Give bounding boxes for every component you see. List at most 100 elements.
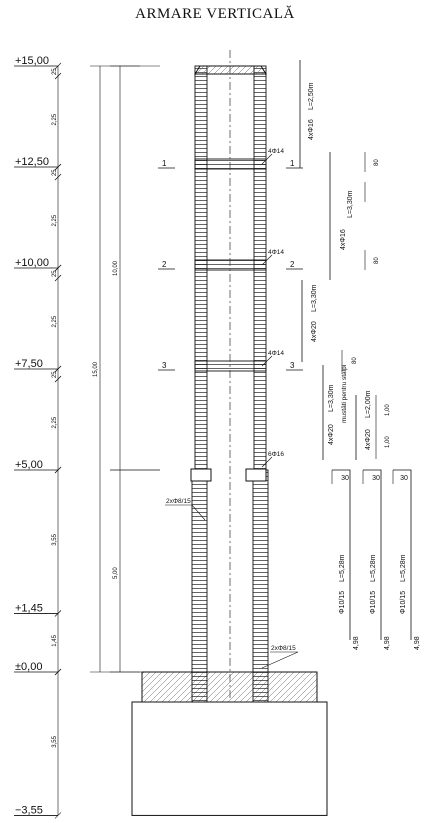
lap-dim: 80 xyxy=(374,159,380,166)
elevation-marker: +12,50 xyxy=(14,156,58,168)
overall-dimensions: 10,00 15,00 5,00 xyxy=(90,65,160,673)
overall-dim: 15,00 xyxy=(90,65,140,673)
hook-dim: 30 xyxy=(341,475,349,482)
column-top-cap xyxy=(194,65,267,75)
stirrup-callout: 2xΦ8/15 xyxy=(261,645,299,669)
segment-dim-label: 2,25 xyxy=(52,315,58,327)
lap-dim: 1,00 xyxy=(385,436,391,448)
overall-length: 4,98 xyxy=(353,636,360,650)
lower-column-right-face xyxy=(252,469,269,703)
floor-beam xyxy=(194,259,267,271)
rebar-mark: 4xΦ16 xyxy=(340,229,347,250)
drawing-title: ARMARE VERTICALĂ xyxy=(135,6,295,22)
overall-length: 4,98 xyxy=(414,636,421,650)
section-markers: 1 1 2 2 3 3 xyxy=(158,159,303,371)
elevation-label: −3,55 xyxy=(15,804,43,816)
hook-dim: 30 xyxy=(400,475,408,482)
elevation-marker: ±0,00 xyxy=(14,661,58,673)
elevation-label: +12,50 xyxy=(15,156,49,168)
dowel-note: mustăti pentru stâlpi xyxy=(341,365,348,423)
rebar-mark: 4xΦ20 xyxy=(365,429,372,450)
floor-beam xyxy=(194,360,267,372)
rebar-bar: 4xΦ20 L=3,30m mustăti pentru stâlpi xyxy=(322,365,348,460)
floor-beam xyxy=(194,158,267,170)
bar-callout: 4Φ14 xyxy=(261,148,284,165)
segment-dim-label: 1,45 xyxy=(52,634,58,646)
section-label-left: 2 xyxy=(162,260,167,269)
bar-callout-label: 4Φ14 xyxy=(268,148,284,155)
section-label-right: 2 xyxy=(290,260,295,269)
stirrup-callout: 2xΦ8/15 xyxy=(165,498,206,521)
elevation-marker: +10,00 xyxy=(14,257,58,269)
bar-callout-label: 4Φ14 xyxy=(268,249,284,256)
rebar-schedule: 4xΦ16 L=2,50m 4xΦ16 L=3,30m 80 80 4xΦ20 … xyxy=(299,60,421,650)
overall-dim: 10,00 xyxy=(110,65,160,471)
rebar-bar: 4xΦ20 L=3,30m 80 xyxy=(301,280,358,372)
rebar-length: L=3,30m xyxy=(347,190,354,218)
segment-dim-label: 25 xyxy=(52,270,58,277)
rebar-length: L=5,28m xyxy=(400,554,407,582)
transition-block-left xyxy=(190,468,212,482)
elevation-marker: +1,45 xyxy=(14,602,58,614)
overall-dim: 5,00 xyxy=(110,469,160,673)
hook-dim: 30 xyxy=(372,475,380,482)
rebar-group-f10: 30 Φ10/15 L=5,28m 4,98 xyxy=(362,469,391,650)
lap-dim: 80 xyxy=(352,357,358,364)
segment-dim-label: 3,55 xyxy=(52,533,58,545)
section-label-right: 1 xyxy=(290,159,295,168)
rebar-length: L=5,28m xyxy=(370,554,377,582)
section-label-left: 1 xyxy=(162,159,167,168)
overall-length: 4,98 xyxy=(384,636,391,650)
section-marker: 3 3 xyxy=(158,361,303,371)
rebar-group-f10: 30 Φ10/15 L=5,28m 4,98 xyxy=(331,469,360,650)
bar-callout: 4Φ14 xyxy=(261,350,284,367)
segment-dim-label: 25 xyxy=(52,68,58,75)
rebar-bar: 4xΦ16 L=2,50m xyxy=(299,60,315,168)
lap-dim: 80 xyxy=(374,257,380,264)
stirrup-callout-label: 2xΦ8/15 xyxy=(166,498,191,505)
overall-dim-label: 15,00 xyxy=(93,361,99,377)
segment-dim-label: 2,25 xyxy=(52,214,58,226)
bar-callout: 6Φ16 xyxy=(261,451,284,468)
elevation-marker: +7,50 xyxy=(14,358,58,370)
rebar-length: L=2,50m xyxy=(308,82,315,110)
overall-dim-label: 5,00 xyxy=(113,567,119,579)
overall-dim-label: 10,00 xyxy=(113,260,119,276)
rebar-mark: 4xΦ20 xyxy=(311,321,318,342)
elevation-label: +5,00 xyxy=(15,459,43,471)
lower-column-left-face xyxy=(191,469,208,703)
rebar-mark: Φ10/15 xyxy=(400,591,407,614)
elevation-marker: −3,55 xyxy=(14,804,58,816)
segment-dim-label: 2,25 xyxy=(52,416,58,428)
elevation-label: ±0,00 xyxy=(15,661,42,673)
rebar-length: L=5,28m xyxy=(339,554,346,582)
segment-dim-label: 2,25 xyxy=(52,113,58,125)
segment-dimensions: 25 2,25 25 2,25 25 2,25 25 2,25 3,55 1,4… xyxy=(52,62,62,819)
foundation-block xyxy=(131,701,328,816)
elevation-marker: +15,00 xyxy=(14,55,58,67)
rebar-mark: 4xΦ20 xyxy=(328,424,335,445)
rebar-mark: 4xΦ16 xyxy=(308,119,315,140)
segment-dim-label: 25 xyxy=(52,169,58,176)
column-elevation xyxy=(131,50,328,816)
rebar-length: L=3,30m xyxy=(328,384,335,412)
bar-callout-label: 6Φ16 xyxy=(268,451,284,458)
rebar-bar: 4xΦ20 L=2,00m 1,00 1,00 xyxy=(355,390,391,460)
elevation-label: +1,45 xyxy=(15,602,43,614)
rebar-mark: Φ10/15 xyxy=(370,591,377,614)
bar-callout-label: 4Φ14 xyxy=(268,350,284,357)
section-label-left: 3 xyxy=(162,361,167,370)
section-label-right: 3 xyxy=(290,361,295,370)
elevation-label: +15,00 xyxy=(15,55,49,67)
segment-dim-label: 25 xyxy=(52,371,58,378)
bar-callouts: 4Φ14 4Φ14 4Φ14 6Φ16 xyxy=(261,148,284,468)
lap-dim: 1,00 xyxy=(385,404,391,416)
elevation-label: +7,50 xyxy=(15,358,43,370)
elevation-markers: +15,00 +12,50 +10,00 +7,50 +5,00 +1,45 ±… xyxy=(14,55,58,816)
bar-callout: 4Φ14 xyxy=(261,249,284,266)
transition-block-right xyxy=(245,468,267,482)
section-marker: 2 2 xyxy=(158,260,303,270)
segment-dim-label: 3,55 xyxy=(52,735,58,747)
rebar-group-f10: 30 Φ10/15 L=5,28m 4,98 xyxy=(392,469,421,650)
